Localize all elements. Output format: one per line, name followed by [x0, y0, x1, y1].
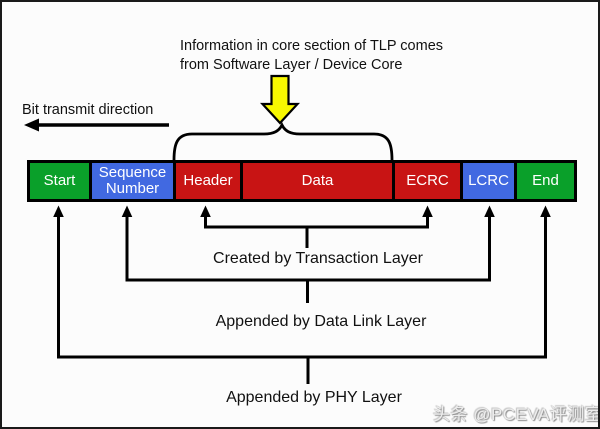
transaction-layer-label: Created by Transaction Layer [213, 250, 423, 267]
phy-layer-label: Appended by PHY Layer [226, 389, 402, 406]
data-link-layer-label: Appended by Data Link Layer [215, 313, 427, 330]
segment-end: End [514, 163, 574, 199]
core-section-note-line1: Information in core section of TLP comes [180, 38, 444, 54]
segment-header: Header [173, 163, 240, 199]
transmit-direction-label: Bit transmit direction [22, 102, 154, 118]
segment-lcrc: LCRC [460, 163, 514, 199]
core-section-note: Information in core section of TLP comes… [180, 37, 443, 75]
core-section-note-line2: from Software Layer / Device Core [180, 57, 403, 73]
segment-start: Start [30, 163, 89, 199]
segment-ecrc: ECRC [392, 163, 460, 199]
segment-sequence-number: Sequence Number [89, 163, 173, 199]
core-section-brace-icon [172, 121, 394, 161]
segment-data: Data [240, 163, 392, 199]
data-link-layer-bracket [121, 205, 495, 303]
transmit-direction-arrow-icon [24, 118, 169, 132]
phy-layer-bracket [53, 205, 551, 384]
tlp-packet-bar: Start Sequence Number Header Data ECRC L… [27, 160, 577, 202]
watermark: 头条 @PCEVA评测室 [433, 405, 600, 424]
transaction-layer-bracket [200, 205, 433, 248]
yellow-down-arrow-icon [259, 74, 301, 125]
